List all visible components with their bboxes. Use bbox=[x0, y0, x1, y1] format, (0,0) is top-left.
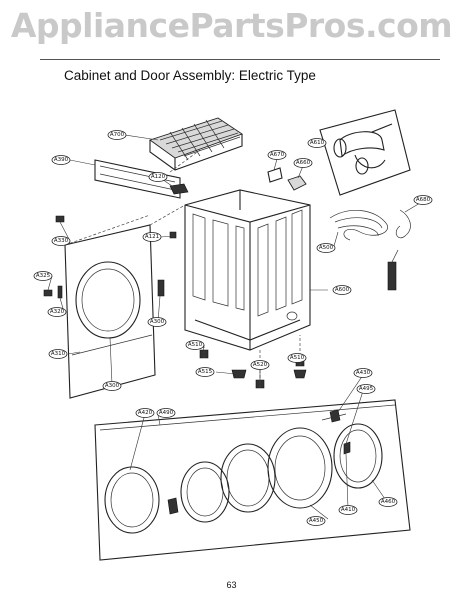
callout-a670: A670 bbox=[267, 150, 287, 160]
svg-text:A300: A300 bbox=[150, 319, 165, 325]
callout-a515: A515 bbox=[195, 367, 215, 377]
svg-text:A121: A121 bbox=[145, 234, 159, 240]
svg-text:A700: A700 bbox=[110, 132, 125, 138]
svg-text:A515: A515 bbox=[198, 369, 213, 375]
callout-a410: A410 bbox=[338, 505, 358, 515]
callout-a320: A320 bbox=[47, 307, 67, 317]
svg-text:A600: A600 bbox=[335, 287, 350, 293]
svg-text:A320: A320 bbox=[50, 309, 65, 315]
callout-a450: A450 bbox=[306, 516, 326, 526]
small-bracket-a120 bbox=[169, 183, 189, 195]
callout-a520: A520 bbox=[250, 360, 270, 370]
svg-text:A300: A300 bbox=[105, 383, 120, 389]
callout-a460: A460 bbox=[378, 497, 398, 507]
callout-a610: A610 bbox=[307, 138, 327, 148]
callout-a680: A680 bbox=[413, 195, 433, 205]
svg-text:A420: A420 bbox=[138, 410, 153, 416]
title-rule bbox=[40, 59, 440, 60]
svg-text:A450: A450 bbox=[309, 518, 324, 524]
svg-text:A310: A310 bbox=[51, 351, 66, 357]
svg-text:A390: A390 bbox=[54, 157, 69, 163]
svg-text:A670: A670 bbox=[270, 152, 285, 158]
leader-lines bbox=[47, 134, 421, 520]
diagram-title: Cabinet and Door Assembly: Electric Type bbox=[64, 68, 316, 83]
duct-hoses bbox=[319, 109, 411, 196]
door-assembly bbox=[94, 399, 411, 561]
svg-text:A490: A490 bbox=[159, 410, 174, 416]
leveling-feet bbox=[199, 335, 307, 389]
callout-a510-right: A510 bbox=[287, 353, 307, 363]
cabinet-body bbox=[184, 189, 311, 351]
svg-text:A500: A500 bbox=[319, 245, 334, 251]
front-panel bbox=[64, 204, 186, 399]
wire-harness bbox=[329, 209, 411, 291]
svg-text:A430: A430 bbox=[356, 370, 371, 376]
svg-text:A510: A510 bbox=[290, 355, 305, 361]
callout-a300-upper: A300 bbox=[147, 317, 167, 327]
small-clips bbox=[43, 215, 177, 299]
svg-text:A460: A460 bbox=[381, 499, 396, 505]
svg-text:A120: A120 bbox=[151, 174, 166, 180]
callout-a120: A120 bbox=[148, 172, 168, 182]
callout-a495: A495 bbox=[356, 384, 376, 394]
lint-filter-duct bbox=[149, 117, 243, 171]
watermark-logo: AppliancePartsPros.com bbox=[10, 6, 453, 45]
callout-a330: A330 bbox=[51, 236, 71, 246]
callout-a310: A310 bbox=[48, 349, 68, 359]
svg-text:A330: A330 bbox=[54, 238, 69, 244]
callout-a490: A490 bbox=[156, 408, 176, 418]
svg-text:A410: A410 bbox=[341, 507, 356, 513]
callout-a325: A325 bbox=[33, 271, 53, 281]
svg-text:A610: A610 bbox=[310, 140, 325, 146]
callout-a121: A121 bbox=[142, 232, 162, 242]
callout-a300-lower: A300 bbox=[102, 381, 122, 391]
vent-brackets bbox=[267, 167, 307, 191]
callout-a420: A420 bbox=[135, 408, 155, 418]
callout-a510-left: A510 bbox=[185, 340, 205, 350]
svg-text:A680: A680 bbox=[416, 197, 431, 203]
svg-text:A325: A325 bbox=[36, 273, 51, 279]
svg-text:A660: A660 bbox=[296, 160, 311, 166]
callout-a600: A600 bbox=[332, 285, 352, 295]
callout-a660: A660 bbox=[293, 158, 313, 168]
svg-text:A510: A510 bbox=[188, 342, 203, 348]
callout-a700: A700 bbox=[107, 130, 127, 140]
svg-text:A495: A495 bbox=[359, 386, 374, 392]
callout-a430: A430 bbox=[353, 368, 373, 378]
callout-a390: A390 bbox=[51, 155, 71, 165]
page-number: 63 bbox=[226, 580, 237, 590]
svg-text:A520: A520 bbox=[253, 362, 268, 368]
callout-a500: A500 bbox=[316, 243, 336, 253]
